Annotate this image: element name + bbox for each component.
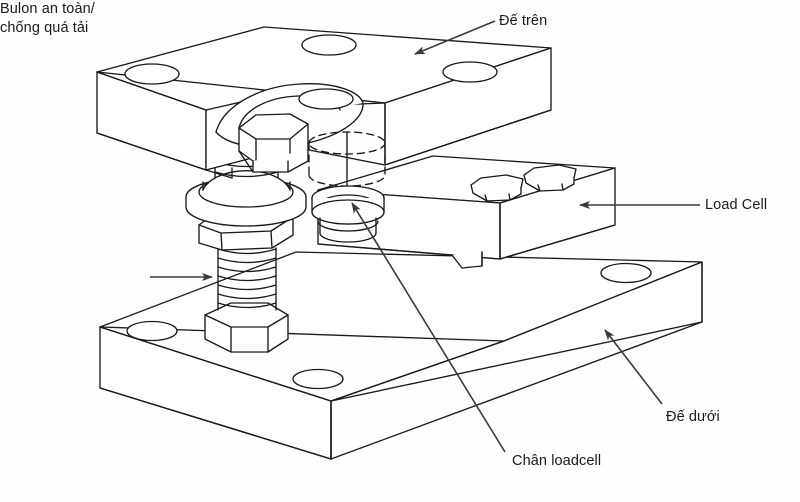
label-top-plate: Đế trên xyxy=(499,13,548,29)
label-bottom-plate: Đế dưới xyxy=(666,409,720,425)
leader-de-duoi xyxy=(604,329,663,405)
bottom-plate-hole xyxy=(292,368,344,390)
top-plate-hole xyxy=(298,88,354,110)
bottom-plate-hole xyxy=(126,320,178,342)
safety-bolt-lower xyxy=(204,247,289,353)
top-plate-hole xyxy=(301,34,357,56)
loadcell-foot xyxy=(308,131,386,243)
leader-de-tren xyxy=(414,20,496,55)
load-cell-bolt xyxy=(523,164,577,192)
label-safety-bolt: Bulon an toàn/ chống quá tải xyxy=(0,0,800,37)
label-safety-bolt-line1: Bulon an toàn/ xyxy=(0,1,95,17)
leader-lines xyxy=(150,20,700,453)
top-plate-hole xyxy=(124,63,180,85)
leader-chan xyxy=(351,202,506,453)
label-safety-bolt-line2: chống quá tải xyxy=(0,19,89,36)
top-plate-hole xyxy=(442,61,498,83)
label-loadcell-foot: Chân loadcell xyxy=(512,453,602,469)
bottom-plate-hole xyxy=(600,262,652,284)
label-load-cell: Load Cell xyxy=(705,197,768,213)
top-plate xyxy=(96,26,552,179)
load-cell-bolt xyxy=(470,174,524,202)
